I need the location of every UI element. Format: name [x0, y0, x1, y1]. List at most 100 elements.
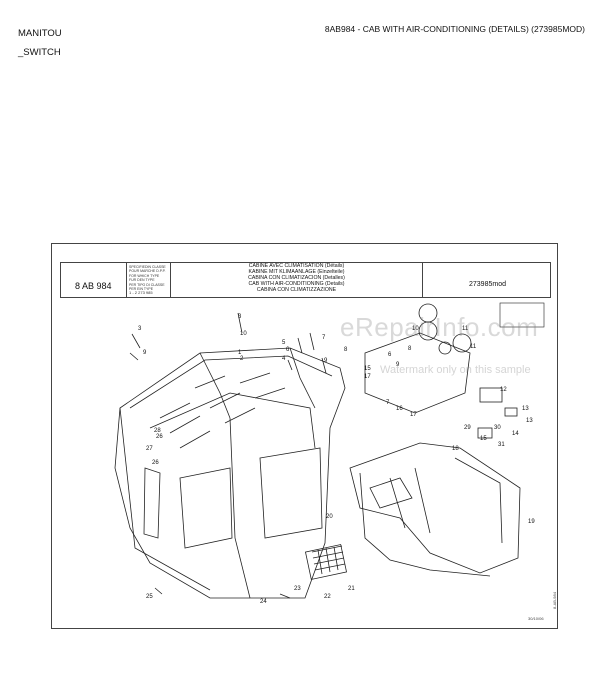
- svg-text:13: 13: [522, 406, 529, 412]
- callout: 10: [412, 326, 419, 332]
- svg-text:12: 12: [500, 387, 507, 393]
- svg-text:17: 17: [364, 374, 371, 380]
- callout: 6: [388, 352, 392, 358]
- multilingual-names: CABINE AVEC CLIMATISATION (Détails) KABI…: [171, 263, 423, 297]
- name-it: CABINA CON CLIMATIZZAZIONE: [256, 287, 337, 293]
- svg-text:28: 28: [154, 428, 161, 434]
- callout: 29: [464, 425, 471, 431]
- svg-text:3: 3: [238, 314, 242, 320]
- callout: 17: [364, 374, 371, 380]
- svg-text:9: 9: [143, 350, 147, 356]
- callout: 31: [498, 442, 505, 448]
- callout: 11: [462, 326, 469, 332]
- svg-text:16: 16: [396, 406, 403, 412]
- callout: 1: [238, 350, 242, 356]
- svg-text:11: 11: [470, 344, 477, 350]
- svg-text:6: 6: [286, 347, 290, 353]
- callout: 24: [260, 599, 267, 605]
- callout: 20: [326, 514, 333, 520]
- callout: 15: [480, 436, 487, 442]
- header-left: MANITOU _SWITCH: [18, 24, 62, 62]
- svg-text:19: 19: [528, 519, 535, 525]
- spec-line: PER EIN TYPE: [129, 287, 154, 292]
- svg-text:9: 9: [324, 358, 328, 364]
- callout: 25: [146, 594, 153, 600]
- cab-frame-illustration: [114, 302, 545, 599]
- svg-text:9: 9: [396, 362, 400, 368]
- svg-text:15: 15: [480, 436, 487, 442]
- document-title: 8AB984 - CAB WITH AIR-CONDITIONING (DETA…: [324, 24, 585, 34]
- svg-text:17: 17: [410, 412, 417, 418]
- callout: 7: [386, 400, 390, 406]
- callout: 19: [528, 519, 535, 525]
- callout: 5: [282, 340, 286, 346]
- brand-name: MANITOU: [18, 28, 62, 39]
- name-de: KABINE MIT KLIMAANLAGE (Einzelteile): [248, 269, 345, 275]
- svg-text:26: 26: [156, 434, 163, 440]
- svg-text:8: 8: [344, 347, 348, 353]
- callout: 14: [512, 431, 519, 437]
- svg-text:2: 2: [240, 356, 244, 362]
- callout: 10: [240, 331, 247, 337]
- callout: 18: [452, 446, 459, 452]
- callout: 8: [408, 346, 412, 352]
- callout: 9: [396, 362, 400, 368]
- svg-text:21: 21: [348, 586, 355, 592]
- callout: 3: [238, 314, 242, 320]
- title-block: 8 AB 984 SPECIFIEDIN CLASSE POUR MARCHE …: [60, 262, 551, 298]
- spec-line: PER TIPO DI CLASSE: [129, 282, 165, 287]
- svg-text:7: 7: [386, 400, 390, 406]
- svg-text:24: 24: [260, 599, 267, 605]
- callout: 17: [410, 412, 417, 418]
- svg-text:5: 5: [282, 340, 286, 346]
- date-stamp: 30/10/06: [528, 616, 544, 621]
- callout: 6: [286, 347, 290, 353]
- name-es: CABINA CON CLIMATIZACION (Detalles): [248, 275, 345, 281]
- svg-text:23: 23: [294, 586, 301, 592]
- spec-line: FUR DEN TYPE: [129, 278, 155, 283]
- callout: 8: [344, 347, 348, 353]
- svg-text:10: 10: [240, 331, 247, 337]
- callout: 13: [526, 418, 533, 424]
- svg-text:10: 10: [412, 326, 419, 332]
- callout: 9: [143, 350, 147, 356]
- name-fr: CABINE AVEC CLIMATISATION (Détails): [248, 263, 345, 269]
- svg-text:22: 22: [324, 594, 331, 600]
- svg-text:31: 31: [498, 442, 505, 448]
- watermark-subtext: Watermark only on this sample: [380, 364, 531, 376]
- svg-text:8: 8: [408, 346, 412, 352]
- svg-text:13: 13: [526, 418, 533, 424]
- exploded-parts-drawing: 3 9 3 10 1 2 5 6 4 7 9 8 10 11 11 8 6 9 …: [114, 302, 545, 605]
- spec-line: SPECIFIEDIN CLASSE: [129, 265, 166, 269]
- svg-text:29: 29: [464, 425, 471, 431]
- part-callouts: 3 9 3 10 1 2 5 6 4 7 9 8 10 11 11 8 6 9 …: [138, 314, 535, 605]
- callout: 2: [240, 356, 244, 362]
- callout: 23: [294, 586, 301, 592]
- svg-text:27: 27: [146, 446, 153, 452]
- svg-text:15: 15: [364, 366, 371, 372]
- name-en: CAB WITH AIR-CONDITIONING (Details): [248, 281, 345, 287]
- svg-text:11: 11: [462, 326, 469, 332]
- callout: 13: [522, 406, 529, 412]
- mod-reference: 273985mod: [469, 281, 506, 288]
- svg-text:20: 20: [326, 514, 333, 520]
- callout: 22: [324, 594, 331, 600]
- svg-text:6: 6: [388, 352, 392, 358]
- callout: 26: [156, 434, 163, 440]
- callout: 3: [138, 326, 142, 332]
- drawing-frame: [51, 243, 558, 629]
- callout: 30: [494, 425, 501, 431]
- svg-text:3: 3: [138, 326, 142, 332]
- svg-text:14: 14: [512, 431, 519, 437]
- svg-text:30: 30: [494, 425, 501, 431]
- spec-box: SPECIFIEDIN CLASSE POUR MARCHE D.P.P. FO…: [127, 263, 171, 297]
- svg-text:25: 25: [146, 594, 153, 600]
- svg-text:1: 1: [238, 350, 242, 356]
- spec-ref: 1 - 2 273 985: [129, 289, 153, 295]
- callout: 12: [500, 387, 507, 393]
- callout: 11: [470, 344, 477, 350]
- model-name: _SWITCH: [18, 47, 61, 58]
- callout: 26: [152, 460, 159, 466]
- part-code: 8 AB 984: [61, 263, 127, 297]
- callout: 4: [282, 356, 286, 362]
